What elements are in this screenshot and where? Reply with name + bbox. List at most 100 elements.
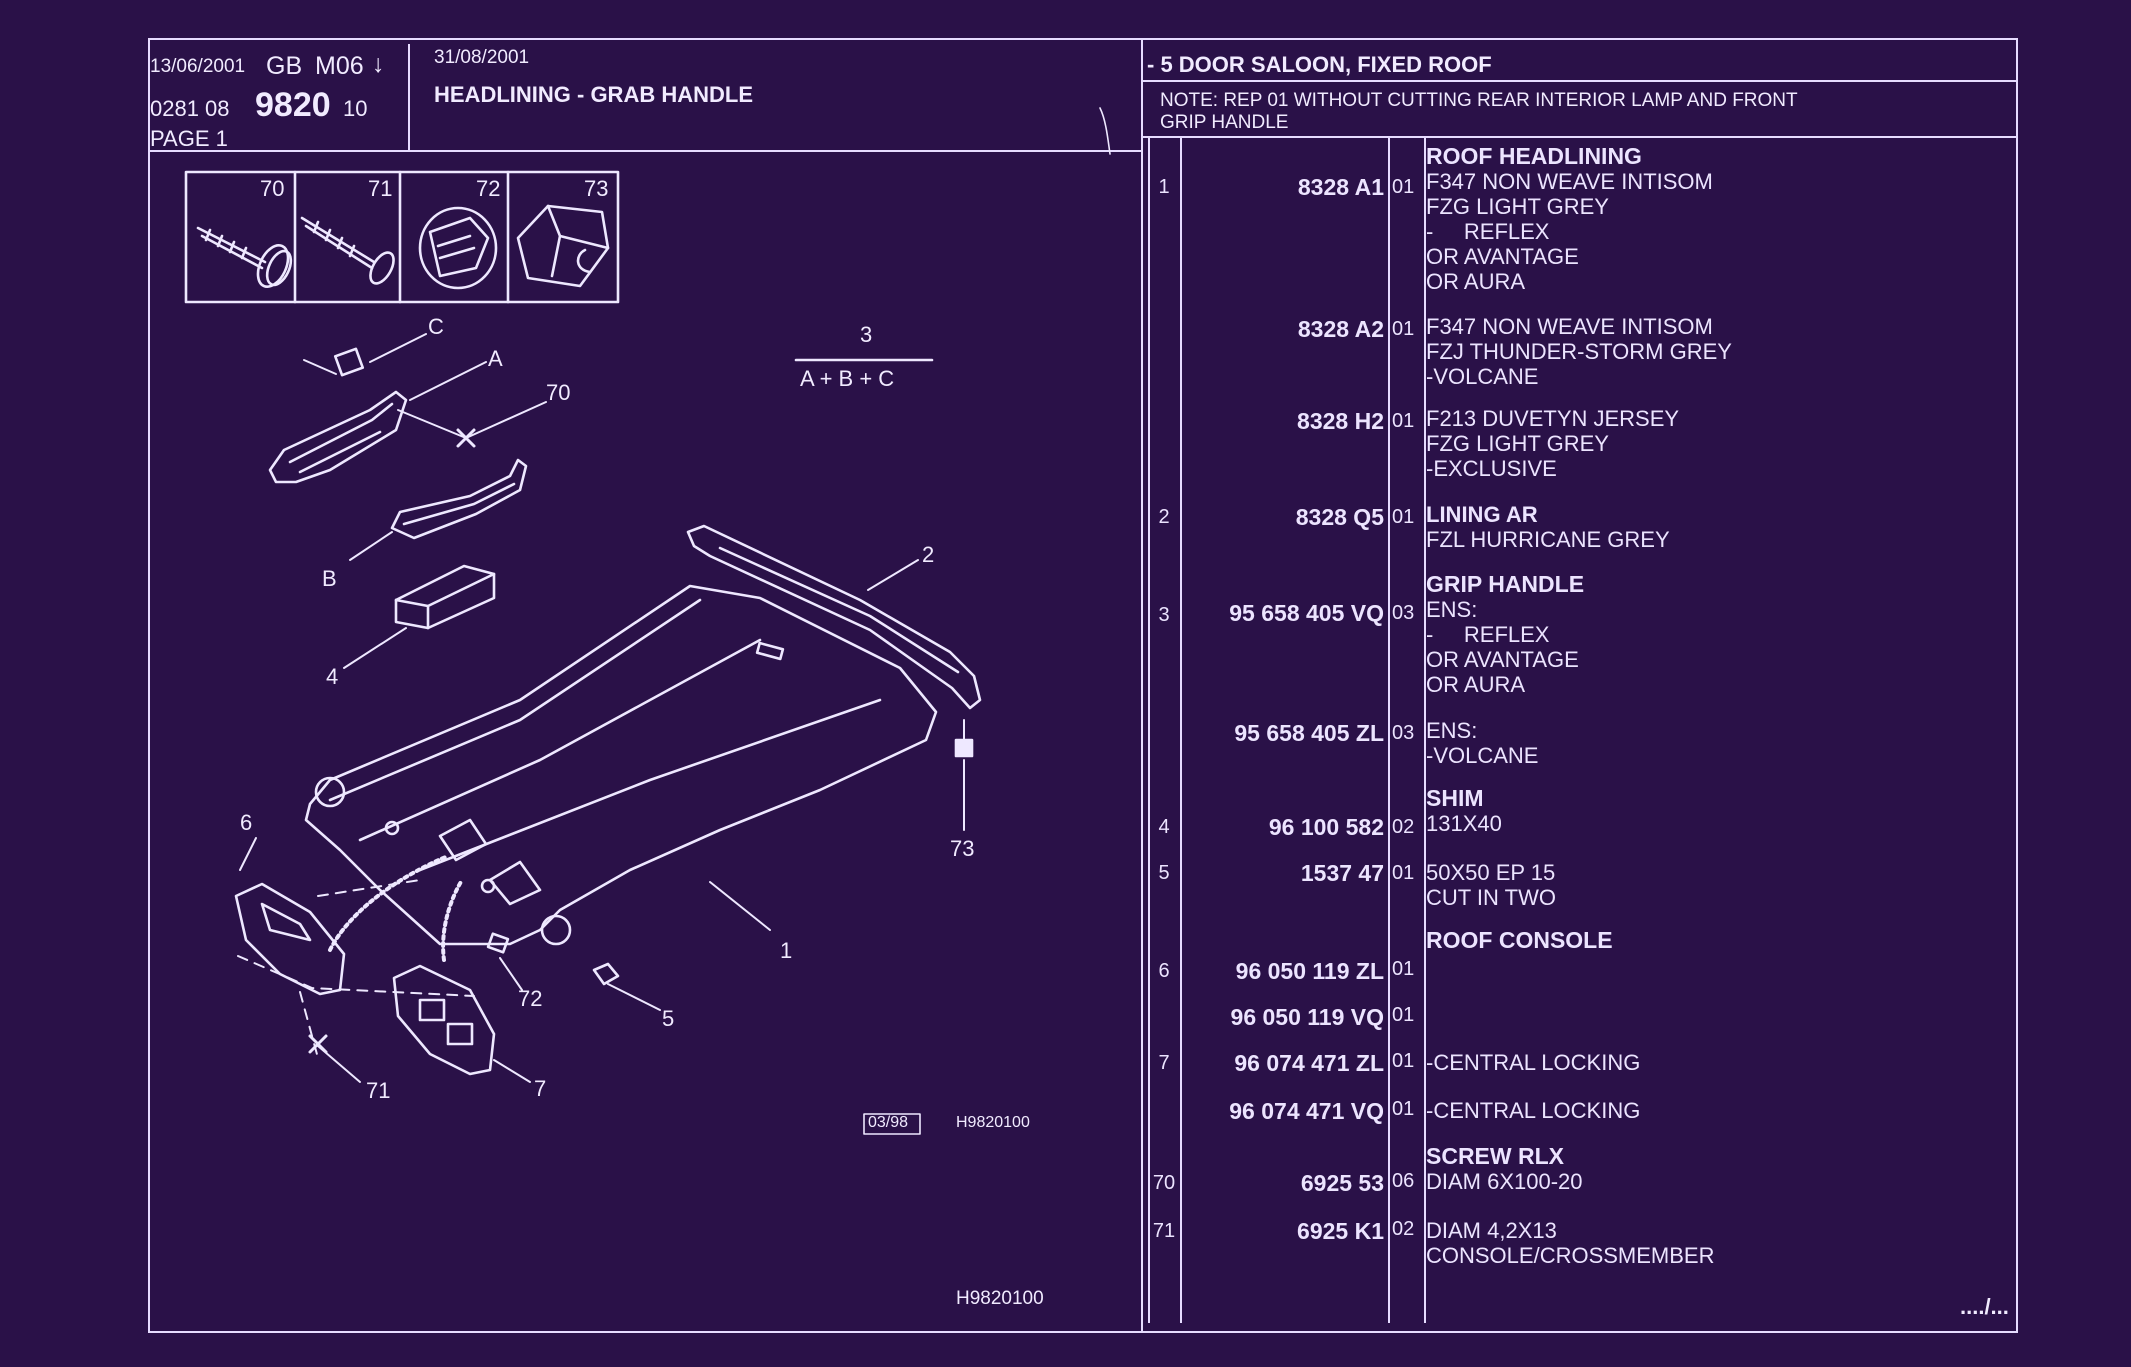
header-bottom-left-rule bbox=[148, 150, 1143, 152]
row-desc: LINING AR FZL HURRICANE GREY bbox=[1426, 502, 1670, 552]
row-desc: -CENTRAL LOCKING bbox=[1426, 1050, 1640, 1075]
row-desc: GRIP HANDLE ENS: - REFLEX OR AVANTAGE OR… bbox=[1426, 571, 1585, 698]
callout-72: 72 bbox=[518, 986, 543, 1011]
qty-column-rule bbox=[1388, 138, 1390, 1323]
callout-1: 1 bbox=[780, 938, 793, 963]
row-desc: F347 NON WEAVE INTISOM FZJ THUNDER-STORM… bbox=[1426, 314, 1732, 389]
grab-handle-a bbox=[268, 347, 408, 484]
row-title: GRIP HANDLE bbox=[1426, 571, 1585, 597]
row-desc: ROOF HEADLINING F347 NON WEAVE INTISOM F… bbox=[1426, 143, 1713, 295]
stamp-text: 03/98 bbox=[868, 1114, 909, 1131]
row-part-number: 96 050 119 ZL bbox=[1235, 958, 1384, 984]
row-ref: 2 bbox=[1158, 506, 1170, 528]
row-line: 131X40 bbox=[1426, 811, 1502, 836]
callout-a: A bbox=[488, 346, 503, 371]
note-rule bbox=[1143, 136, 2016, 138]
vehicle-rule bbox=[1143, 80, 2016, 82]
wire-lines bbox=[328, 854, 464, 962]
row-ref: 3 bbox=[1158, 604, 1170, 626]
header-lang: GB bbox=[266, 52, 303, 80]
lining-part-2 bbox=[686, 524, 982, 710]
row-desc: DIAM 4,2X13 CONSOLE/CROSSMEMBER bbox=[1426, 1218, 1715, 1268]
header-code-prefix: 0281 08 bbox=[150, 96, 230, 121]
diagram-ref-small: H9820100 bbox=[956, 1114, 1030, 1131]
row-qty: 01 bbox=[1392, 176, 1415, 198]
roof-console-part-7 bbox=[392, 964, 496, 1076]
row-qty: 03 bbox=[1392, 722, 1415, 744]
note-line-1: NOTE: REP 01 WITHOUT CUTTING REAR INTERI… bbox=[1160, 90, 1798, 111]
row-part-number: 96 074 471 ZL bbox=[1234, 1050, 1384, 1076]
header-model: M06 bbox=[315, 52, 364, 80]
row-desc: SCREW RLX DIAM 6X100-20 bbox=[1426, 1144, 1583, 1195]
row-line: -EXCLUSIVE bbox=[1426, 456, 1557, 481]
row-line: LINING AR bbox=[1426, 502, 1538, 527]
row-qty: 02 bbox=[1392, 816, 1415, 838]
callout-c: C bbox=[428, 314, 444, 339]
row-part-number: 6925 K1 bbox=[1297, 1218, 1384, 1244]
row-line: -VOLCANE bbox=[1426, 743, 1539, 768]
row-ref: 4 bbox=[1158, 816, 1170, 838]
header-divider bbox=[408, 44, 410, 152]
row-desc: F213 DUVETYN JERSEY FZG LIGHT GREY -EXCL… bbox=[1426, 406, 1679, 481]
row-line: OR AVANTAGE bbox=[1426, 244, 1579, 269]
clip-72-icon bbox=[418, 206, 498, 290]
row-part-number: 8328 A1 bbox=[1297, 174, 1384, 200]
qty-column-rule-2 bbox=[1424, 138, 1426, 1323]
vehicle-label: - 5 DOOR SALOON, FIXED ROOF bbox=[1147, 52, 1492, 77]
header-code-main: 9820 bbox=[255, 86, 331, 124]
thumb-label-73: 73 bbox=[584, 176, 609, 201]
row-line: -CENTRAL LOCKING bbox=[1426, 1098, 1641, 1123]
row-title: ROOF HEADLINING bbox=[1426, 143, 1642, 169]
row-part-number: 8328 A2 bbox=[1297, 316, 1384, 342]
callout-6: 6 bbox=[240, 810, 253, 835]
row-desc: SHIM 131X40 bbox=[1426, 786, 1502, 837]
row-qty: 01 bbox=[1392, 410, 1415, 432]
screw-position-marks bbox=[308, 428, 476, 1054]
row-qty: 01 bbox=[1392, 506, 1415, 528]
pen-mark bbox=[1099, 107, 1111, 155]
screw-70-icon bbox=[196, 226, 293, 288]
row-line: OR AVANTAGE bbox=[1426, 647, 1579, 672]
clip-73-position-mark bbox=[954, 738, 974, 758]
row-line: CONSOLE/CROSSMEMBER bbox=[1426, 1243, 1715, 1268]
pad-part-5 bbox=[592, 962, 620, 986]
callout-7: 7 bbox=[534, 1076, 547, 1101]
row-line: ENS: bbox=[1426, 597, 1478, 622]
row-line: -CENTRAL LOCKING bbox=[1426, 1050, 1641, 1075]
callout-5: 5 bbox=[662, 1006, 675, 1031]
ref-column-rule-2 bbox=[1180, 138, 1182, 1323]
row-part-number: 8328 Q5 bbox=[1295, 504, 1384, 530]
row-line: OR AURA bbox=[1426, 269, 1526, 294]
callout-b: B bbox=[322, 566, 337, 591]
fraction-bottom: A + B + C bbox=[800, 366, 895, 391]
panel-divider bbox=[1141, 38, 1143, 1333]
row-part-number: 1537 47 bbox=[1300, 860, 1384, 886]
row-line: FZJ THUNDER-STORM GREY bbox=[1426, 339, 1732, 364]
row-line: -VOLCANE bbox=[1426, 364, 1539, 389]
header-code-suffix: 10 bbox=[343, 96, 368, 121]
row-qty: 02 bbox=[1392, 1218, 1415, 1240]
row-part-number: 95 658 405 ZL bbox=[1234, 720, 1384, 746]
fraction-top: 3 bbox=[860, 322, 873, 347]
row-line: DIAM 6X100-20 bbox=[1426, 1169, 1583, 1194]
row-ref: 7 bbox=[1158, 1052, 1170, 1074]
row-ref: 5 bbox=[1158, 862, 1170, 884]
row-part-number: 6925 53 bbox=[1300, 1170, 1384, 1196]
row-line: ENS: bbox=[1426, 718, 1478, 743]
row-line: F213 DUVETYN JERSEY bbox=[1426, 406, 1680, 431]
callout-73: 73 bbox=[950, 836, 975, 861]
row-qty: 06 bbox=[1392, 1170, 1415, 1192]
row-line: F347 NON WEAVE INTISOM bbox=[1426, 314, 1713, 339]
roof-headlining-part-1 bbox=[304, 584, 938, 946]
row-desc: ROOF CONSOLE bbox=[1426, 928, 1613, 953]
row-line: FZL HURRICANE GREY bbox=[1426, 527, 1670, 552]
row-line: F347 NON WEAVE INTISOM bbox=[1426, 169, 1713, 194]
row-desc: -CENTRAL LOCKING bbox=[1426, 1098, 1640, 1123]
callout-71: 71 bbox=[366, 1078, 391, 1103]
row-desc: 50X50 EP 15 CUT IN TWO bbox=[1426, 860, 1556, 910]
grab-handle-b bbox=[390, 458, 528, 540]
shim-part-4 bbox=[394, 564, 496, 630]
row-part-number: 96 074 471 VQ bbox=[1229, 1098, 1384, 1124]
continued-marker: ..../... bbox=[1960, 1294, 2009, 1319]
